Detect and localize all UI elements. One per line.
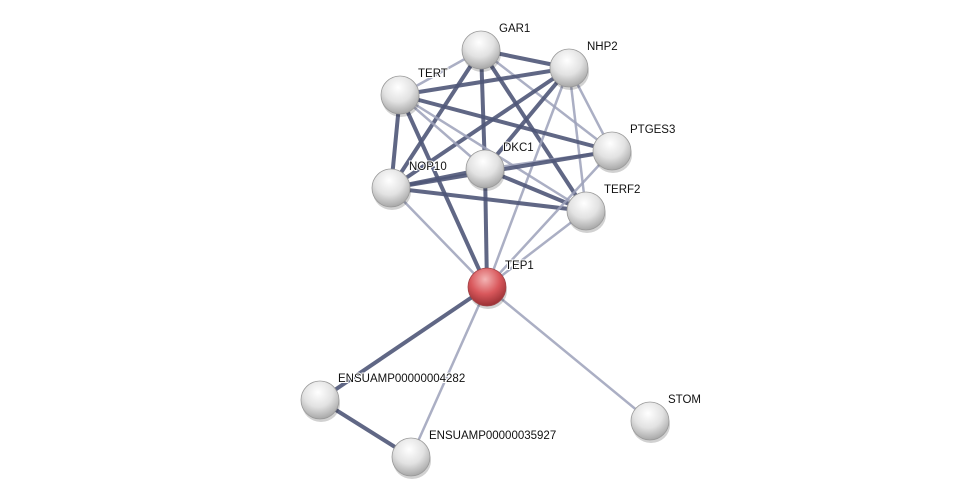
edge-nhp2-terf2[interactable] [567,67,588,212]
edge-nhp2-nop10[interactable] [389,66,571,190]
node-nop10[interactable]: NOP10 [371,160,448,210]
node-label: TERF2 [604,184,640,196]
node-label: PTGES3 [630,124,675,136]
node-sphere[interactable] [592,131,632,171]
node-gar1[interactable]: GAR1 [461,22,531,72]
edge-tep1-stom[interactable] [486,286,651,422]
node-label: ENSUAMP00000035927 [429,430,556,442]
edge-tep1-e35927[interactable] [409,286,489,458]
node-label: TEP1 [505,260,534,272]
node-sphere[interactable] [461,30,501,70]
node-label: TERT [418,68,448,80]
node-sphere[interactable] [391,437,431,477]
node-stom[interactable]: STOM [630,393,702,443]
edge-nhp2-tert[interactable] [399,66,570,97]
node-tep1[interactable]: TEP1 [467,259,535,309]
edge-gar1-dkc1[interactable] [479,49,487,170]
node-sphere[interactable] [465,149,505,189]
node-label: DKC1 [503,142,534,154]
edges-layer [318,48,651,459]
node-sphere[interactable] [380,75,420,115]
edge-terf2-tep1[interactable] [486,210,587,288]
node-terf2[interactable]: TERF2 [566,183,641,233]
node-sphere[interactable] [630,401,670,441]
node-tert[interactable]: TERT [380,67,449,117]
node-sphere[interactable] [467,267,507,307]
node-label: NOP10 [409,161,447,173]
edge-nop10-terf2[interactable] [390,186,587,213]
node-dkc1[interactable]: DKC1 [465,141,535,191]
node-label: ENSUAMP00000004282 [338,373,465,385]
node-sphere[interactable] [371,168,411,208]
node-sphere[interactable] [566,191,606,231]
node-sphere[interactable] [300,380,340,420]
edge-tert-tep1[interactable] [398,94,489,288]
edge-nop10-tep1[interactable] [390,187,488,288]
edge-tep1-e4282[interactable] [318,285,489,402]
node-ptges3[interactable]: PTGES3 [592,123,676,173]
edge-nhp2-tep1[interactable] [485,67,571,288]
node-nhp2[interactable]: NHP2 [549,40,619,90]
edge-ptges3-tep1[interactable] [486,150,613,288]
edge-dkc1-tep1[interactable] [483,168,489,288]
node-sphere[interactable] [549,48,589,88]
edge-nhp2-dkc1[interactable] [483,66,571,171]
node-e4282[interactable]: ENSUAMP00000004282 [300,372,466,422]
node-label: STOM [668,394,701,406]
edge-gar1-nop10[interactable] [389,48,483,190]
edge-tert-ptges3[interactable] [399,93,613,153]
node-label: NHP2 [587,41,618,53]
node-label: GAR1 [499,23,530,35]
node-e35927[interactable]: ENSUAMP00000035927 [391,429,557,479]
edge-gar1-ptges3[interactable] [480,49,613,152]
